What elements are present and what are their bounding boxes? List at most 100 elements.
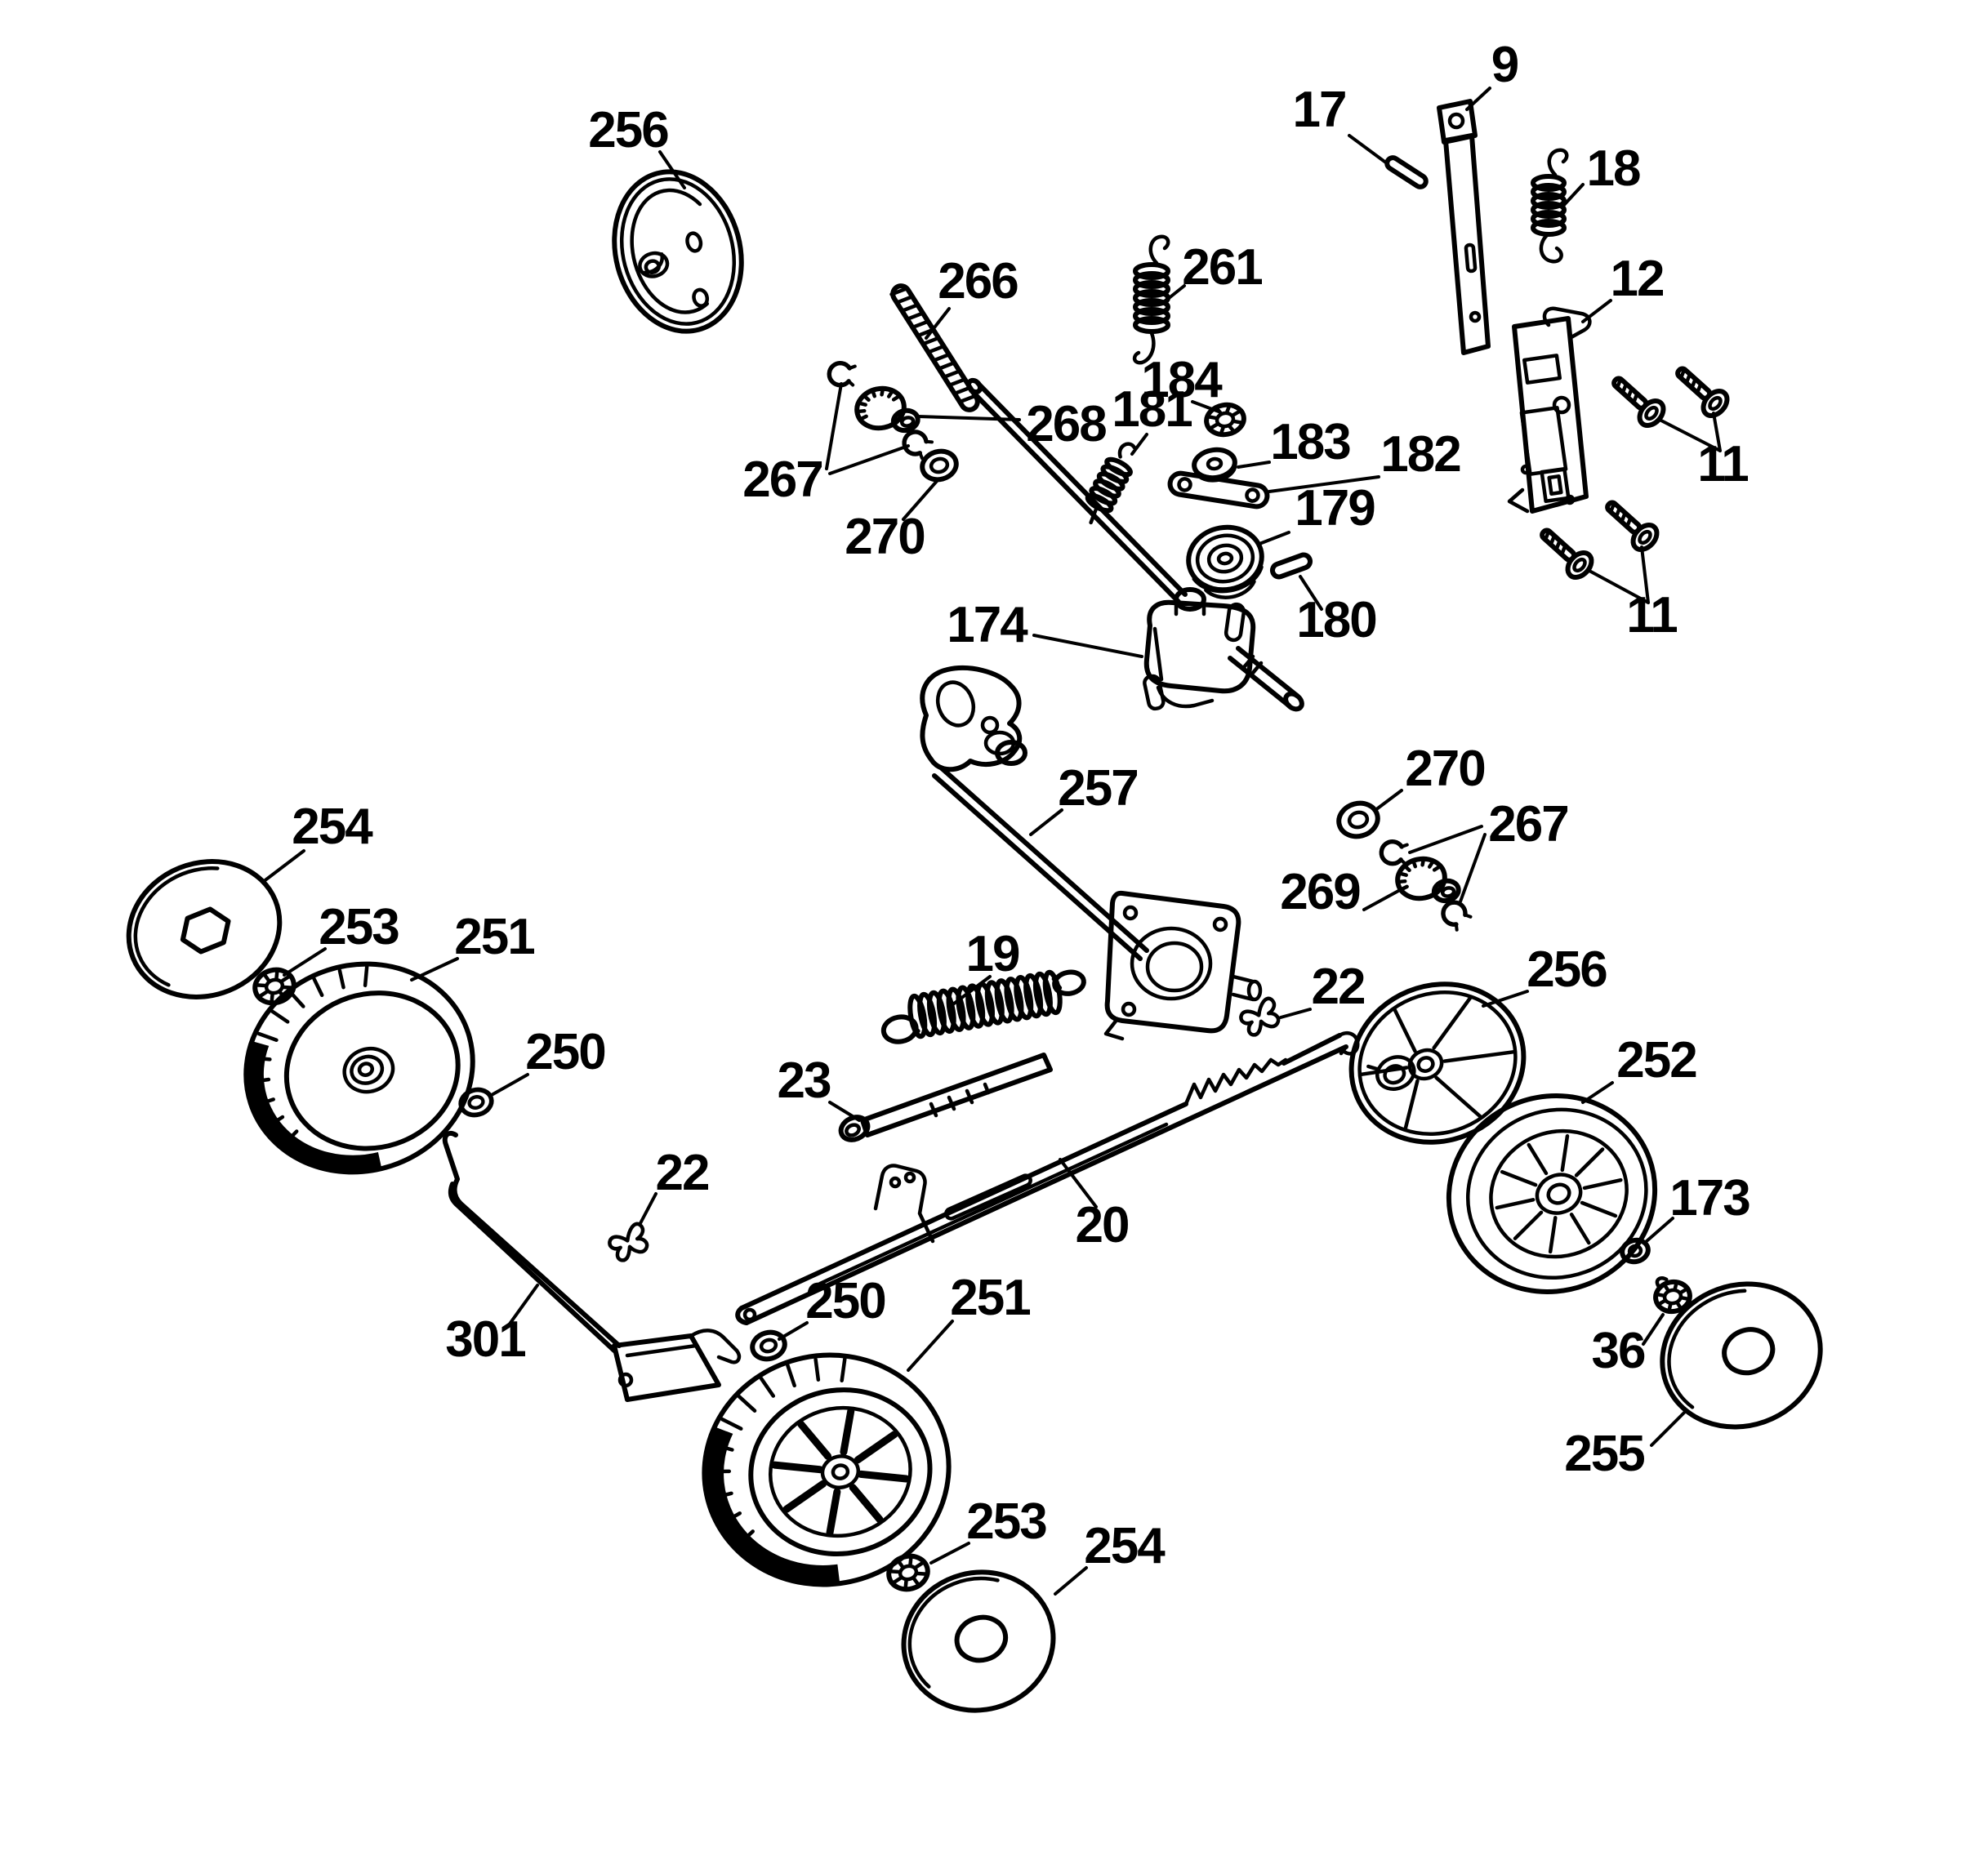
leader-269 (1362, 888, 1402, 911)
part-256-wheel-cover-right (1348, 981, 1527, 1145)
part-251-wheel-left (243, 961, 475, 1175)
leader-256-right (1482, 990, 1529, 1008)
label-255: 255 (1564, 1426, 1644, 1482)
label-180: 180 (1296, 592, 1375, 648)
label-179: 179 (1295, 480, 1375, 536)
part-18-spring (1531, 148, 1569, 264)
label-267-right: 267 (1488, 796, 1567, 852)
leader-11-upper (1658, 412, 1722, 452)
part-17-pin (1384, 155, 1429, 189)
part-179-pulley (1186, 524, 1264, 599)
leader-257 (1029, 808, 1063, 836)
part-22-clip-right (1237, 997, 1282, 1038)
label-266: 266 (938, 253, 1018, 309)
label-250-bottom: 250 (805, 1273, 885, 1329)
part-266-threaded-rod (889, 283, 980, 412)
leader-174 (1032, 634, 1143, 658)
leader-254-left (261, 849, 305, 884)
label-269: 269 (1280, 864, 1360, 920)
label-253-left: 253 (319, 899, 399, 955)
leader-266 (925, 307, 951, 340)
label-20: 20 (1076, 1197, 1129, 1253)
part-254-hub-cap-left (126, 859, 283, 999)
part-22-clip-left (606, 1222, 650, 1263)
label-12: 12 (1611, 251, 1664, 307)
leader-19 (949, 975, 992, 1008)
label-23: 23 (778, 1053, 831, 1109)
label-173: 173 (1669, 1170, 1750, 1226)
leader-261 (1166, 284, 1186, 300)
leader-181 (1130, 433, 1148, 456)
leader-182 (1268, 475, 1380, 493)
label-19: 19 (966, 926, 1019, 982)
leader-179 (1258, 531, 1290, 545)
leader-254-bottom (1054, 1566, 1088, 1596)
label-250-left: 250 (525, 1024, 604, 1080)
leader-23 (828, 1101, 861, 1122)
leader-267-right (1408, 825, 1487, 903)
label-252: 252 (1616, 1032, 1696, 1088)
leader-22-left (638, 1192, 657, 1226)
label-268: 268 (1026, 396, 1106, 452)
label-181: 181 (1112, 381, 1192, 438)
part-270-washer-left (920, 448, 959, 483)
leader-253-left (283, 947, 327, 977)
leader-180 (1299, 575, 1323, 611)
label-11-lower: 11 (1626, 587, 1677, 643)
label-254-bottom: 254 (1084, 1518, 1166, 1574)
label-253-bottom: 253 (966, 1493, 1046, 1550)
leader-270-left (902, 478, 939, 521)
label-270-left: 270 (845, 509, 924, 565)
label-9: 9 (1491, 37, 1518, 93)
part-19-extension-spring (880, 969, 1086, 1044)
label-257: 257 (1058, 760, 1137, 817)
label-301: 301 (445, 1311, 525, 1368)
label-11-upper: 11 (1697, 436, 1748, 492)
leader-250-left (488, 1073, 529, 1097)
label-267-left: 267 (742, 452, 822, 508)
part-255-hub-cap-right (1660, 1281, 1823, 1430)
part-252-wheel (1446, 1093, 1658, 1294)
label-270-right: 270 (1405, 741, 1484, 797)
leader-11-lower (1586, 545, 1650, 604)
label-182: 182 (1380, 426, 1460, 483)
part-251-wheel-bottom (702, 1352, 952, 1587)
label-256-right: 256 (1527, 941, 1607, 998)
leader-267-left (825, 382, 910, 475)
leader-18 (1562, 183, 1585, 207)
part-20-drive-bar (735, 1031, 1360, 1325)
leader-20 (1059, 1158, 1098, 1208)
part-12-bracket-plate (1507, 306, 1592, 514)
part-250-washer-bottom (750, 1329, 788, 1362)
label-256-top-left: 256 (588, 102, 668, 158)
label-174: 174 (947, 597, 1028, 653)
leader-253-bottom (929, 1542, 970, 1565)
leader-255 (1650, 1411, 1686, 1447)
part-182-link-arm (1167, 470, 1270, 510)
leader-268 (916, 415, 1021, 421)
label-183: 183 (1270, 414, 1350, 470)
leader-22-right (1279, 1008, 1312, 1019)
part-36-lock-nut (1653, 1276, 1692, 1315)
part-257-shift-rod-assembly (920, 665, 1263, 1041)
leader-251-left (410, 957, 459, 981)
part-labels: 256 266 17 9 18 261 12 11 11 184 181 268… (292, 37, 1751, 1574)
part-270-washer-right (1336, 800, 1380, 839)
leader-183 (1237, 461, 1271, 469)
leader-301 (506, 1284, 539, 1328)
label-17: 17 (1293, 82, 1346, 138)
part-9-brake-bar (1437, 99, 1491, 355)
leader-17 (1348, 134, 1388, 165)
leader-256-top-left (658, 150, 686, 189)
leader-12 (1581, 299, 1612, 323)
label-261: 261 (1182, 239, 1262, 296)
leader-252 (1581, 1081, 1614, 1104)
leader-lines (261, 87, 1722, 1596)
leader-36 (1642, 1313, 1665, 1346)
leader-270-right (1374, 789, 1403, 812)
label-254-left: 254 (292, 799, 373, 855)
part-254-hub-cap-bottom (901, 1569, 1056, 1713)
leader-250-bottom (778, 1321, 809, 1341)
leader-251-bottom (907, 1320, 954, 1372)
